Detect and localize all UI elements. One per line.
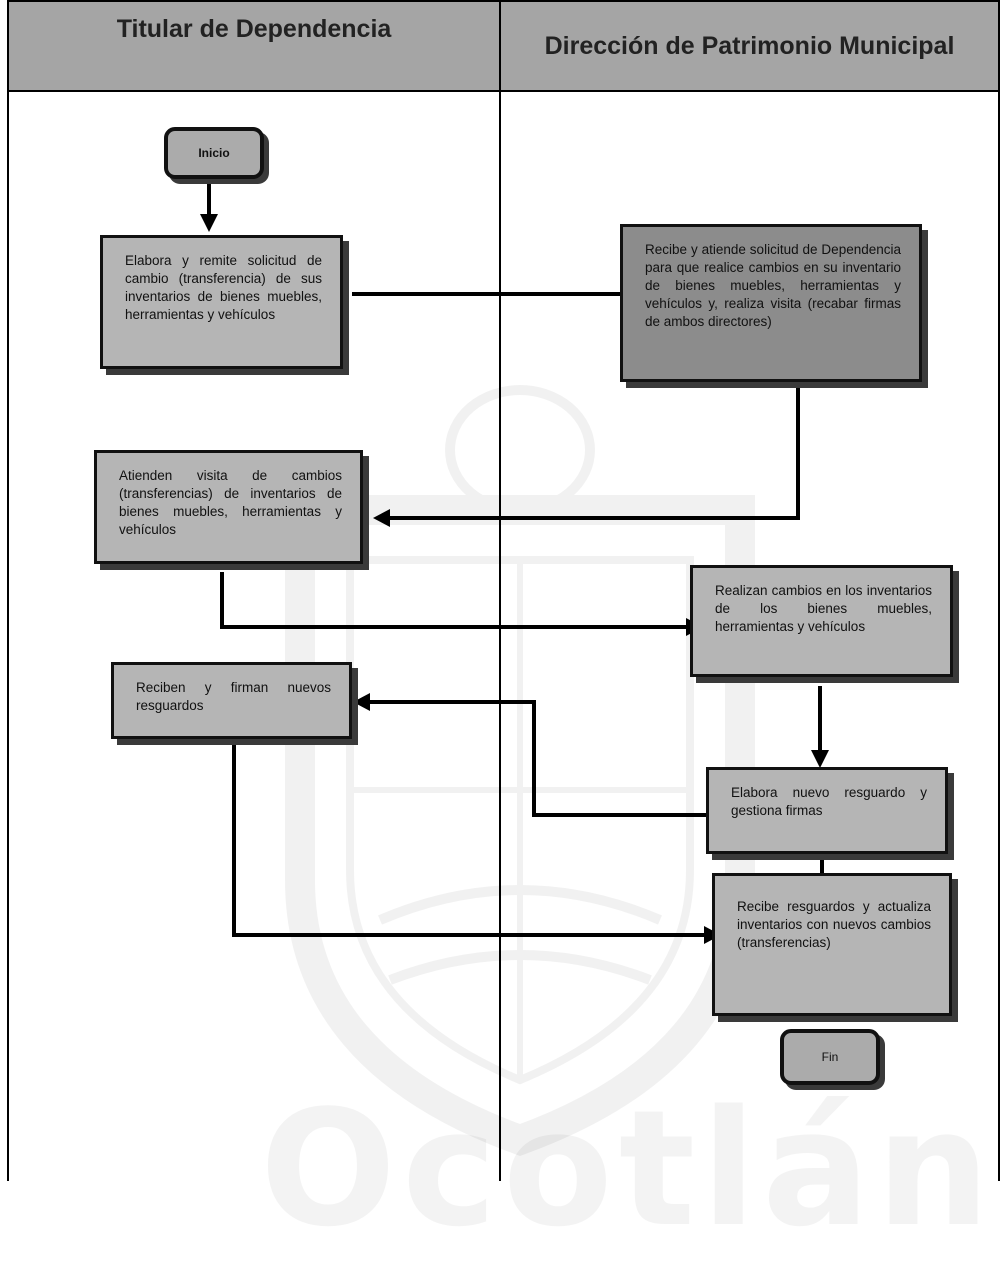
start-terminal: Inicio xyxy=(164,127,264,179)
connector-reciben-recibe-resguardos xyxy=(232,742,706,937)
arrowhead-3 xyxy=(373,509,390,527)
process-realizan-cambios: Realizan cambios en los inventarios de l… xyxy=(690,565,953,677)
process-reciben-firman: Reciben y firman nuevos resguardos xyxy=(111,662,352,739)
lane-header-patrimonio: Dirección de Patrimonio Municipal xyxy=(501,2,998,90)
process-elabora-solicitud: Elabora y remite solicitud de cambio (tr… xyxy=(100,235,343,369)
connector-recibe-atienden xyxy=(388,386,800,520)
process-recibe-solicitud: Recibe y atiende solicitud de Dependenci… xyxy=(620,224,922,382)
process-elabora-resguardo: Elabora nuevo resguardo y gestiona firma… xyxy=(706,767,948,854)
connector-resguardo-reciben xyxy=(368,700,706,817)
arrowhead-6 xyxy=(353,693,370,711)
flowchart: Ocotlán Titular de Dependencia Dirección… xyxy=(7,0,1000,1262)
process-atienden-visita: Atienden visita de cambios (transferenci… xyxy=(94,450,363,564)
connector-atienden-realizan xyxy=(220,572,688,629)
lane-header-titular: Titular de Dependencia xyxy=(9,2,499,90)
process-recibe-resguardos: Recibe resguardos y actualiza inventario… xyxy=(712,873,952,1016)
arrowhead-5 xyxy=(811,750,829,768)
end-terminal: Fin xyxy=(780,1029,880,1085)
arrowhead-1 xyxy=(200,214,218,232)
